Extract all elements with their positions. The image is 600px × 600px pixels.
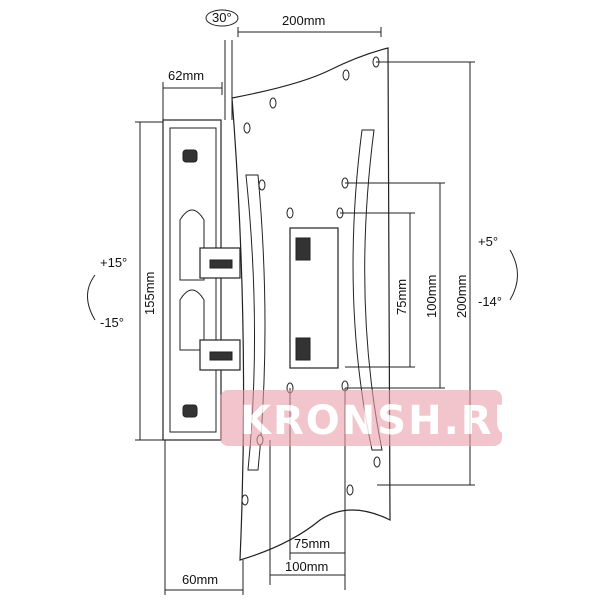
swivel-arm (199, 40, 241, 371)
vesa-100-vertical-label: 100mm (424, 275, 439, 318)
tv-plate (231, 47, 391, 561)
watermark: KRONSH.RU (220, 390, 528, 446)
watermark-text: KRONSH.RU (240, 398, 528, 444)
vesa-100-horizontal-label: 100mm (285, 559, 328, 574)
wall-plate-height-label: 155mm (142, 272, 157, 315)
min-depth-label: 60mm (182, 572, 218, 587)
tilt-up-wall-label: +15° (100, 255, 127, 270)
swivel-angle-label: 30° (212, 10, 232, 25)
tilt-up-label: +5° (478, 234, 498, 249)
vesa-200-vertical-label: 200mm (454, 275, 469, 318)
tilt-down-wall-label: -15° (100, 315, 124, 330)
vesa-75-horizontal-label: 75mm (294, 536, 330, 551)
top-width-label: 200mm (282, 13, 325, 28)
tilt-down-label: -14° (478, 294, 502, 309)
vesa-75-vertical-label: 75mm (394, 279, 409, 315)
wall-plate-depth-label: 62mm (168, 68, 204, 83)
wall-plate (162, 119, 222, 441)
